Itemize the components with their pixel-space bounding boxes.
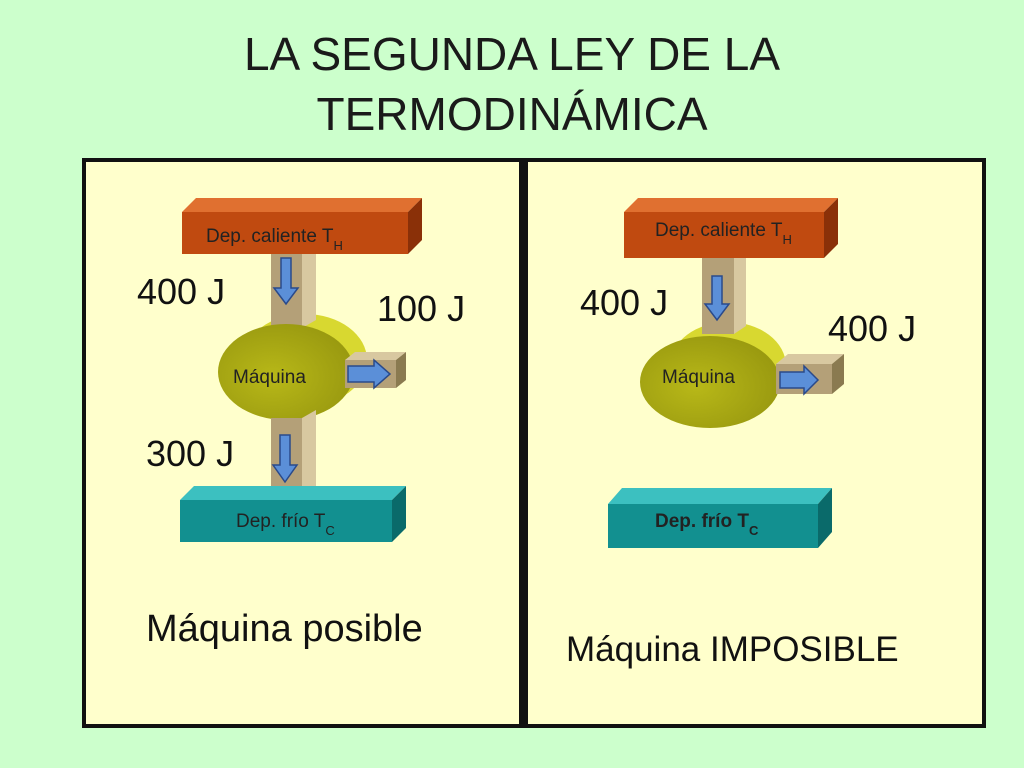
left-cold-subscript: C <box>325 523 334 538</box>
title-line-2: TERMODINÁMICA <box>316 88 708 140</box>
left-caption: Máquina posible <box>146 608 423 650</box>
right-cold-reservoir: Dep. frío TC <box>608 488 832 548</box>
svg-text:Dep. caliente TH: Dep. caliente TH <box>206 226 343 253</box>
svg-text:Dep. frío TC: Dep. frío TC <box>655 511 759 538</box>
right-hot-label: Dep. caliente T <box>655 220 783 241</box>
left-hot-reservoir: Dep. caliente TH <box>182 198 422 254</box>
left-cold-arrow <box>271 434 299 484</box>
left-hot-subscript: H <box>333 238 342 253</box>
right-upper-pipe <box>702 258 746 334</box>
left-engine-body <box>218 324 354 420</box>
svg-text:Dep. caliente TH: Dep. caliente TH <box>655 220 792 247</box>
left-cold-reservoir: Dep. frío TC <box>180 486 406 542</box>
right-diagram: Dep. caliente TH Máquina Dep. frío TC 40… <box>580 198 916 548</box>
left-lower-pipe <box>271 410 316 496</box>
left-hot-arrow <box>272 257 300 306</box>
left-engine-label: Máquina <box>233 367 306 388</box>
right-hot-arrow <box>703 275 731 322</box>
left-work-arrow <box>347 358 392 390</box>
right-hot-reservoir: Dep. caliente TH <box>624 198 838 258</box>
left-q-hot: 400 J <box>137 271 225 312</box>
right-q-hot: 400 J <box>580 282 668 323</box>
panel-divider <box>519 158 528 728</box>
right-cold-label: Dep. frío T <box>655 511 749 532</box>
right-engine-body <box>640 336 780 428</box>
left-q-cold: 300 J <box>146 433 234 474</box>
left-hot-label: Dep. caliente T <box>206 226 334 247</box>
right-engine-label: Máquina <box>662 367 735 388</box>
right-work: 400 J <box>828 308 916 349</box>
left-cold-label: Dep. frío T <box>236 511 326 532</box>
svg-text:Dep. frío TC: Dep. frío TC <box>236 511 335 538</box>
right-cold-subscript: C <box>749 523 759 538</box>
left-diagram: Dep. caliente TH Máquina <box>137 198 465 542</box>
right-caption: Máquina IMPOSIBLE <box>566 630 899 669</box>
page-title: LA SEGUNDA LEY DE LA TERMODINÁMICA <box>0 24 1024 144</box>
title-line-1: LA SEGUNDA LEY DE LA <box>243 28 781 80</box>
right-hot-subscript: H <box>782 232 791 247</box>
left-work: 100 J <box>377 288 465 329</box>
right-work-arrow <box>779 364 820 396</box>
